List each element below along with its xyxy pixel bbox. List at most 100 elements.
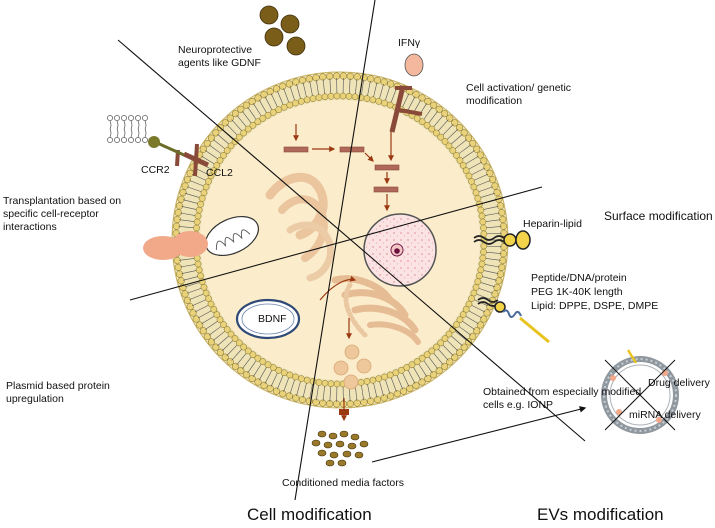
lipid-head-outer (293, 79, 300, 86)
lipid-head-inner (476, 273, 482, 279)
lipid-head-outer (238, 106, 245, 113)
lipid-head-outer (232, 363, 239, 370)
lipid-head-outer (477, 152, 484, 159)
ccr2-lipid-tail (145, 129, 146, 137)
footer-evs-modification: EVs modification (537, 505, 664, 525)
label-peptide-line3: Lipid: DPPE, DSPE, DMPE (531, 300, 658, 313)
lipid-head-outer (187, 303, 194, 310)
lipid-head-inner (201, 284, 207, 290)
lipid-head-inner (328, 381, 334, 387)
label-surface-modification: Surface modification (604, 210, 713, 223)
lipid-head-inner (310, 378, 316, 384)
label-bdnf: BDNF (258, 313, 287, 326)
label-obtained: Obtained from especially modified cells … (483, 386, 643, 412)
lipid-head-inner (479, 261, 485, 267)
lipid-head-inner (328, 93, 334, 99)
lipid-head-inner (322, 380, 328, 386)
lipid-head-outer (413, 382, 420, 389)
ccr2-lipid-tail (124, 129, 125, 137)
lipid-head-outer (498, 264, 505, 271)
lipid-head-inner (478, 207, 484, 213)
lipid-head-outer (497, 203, 504, 210)
lipid-head-inner (205, 295, 211, 301)
lipid-head-outer (249, 98, 256, 105)
label-conditioned-media: Conditioned media factors (282, 477, 404, 490)
lipid-head-outer (232, 110, 239, 117)
ccr2-lipid-tail (145, 121, 146, 129)
lipid-head-outer (489, 176, 496, 183)
lipid-head-outer (299, 396, 306, 403)
ccr2-lipid-tail (138, 129, 139, 137)
lipid-head-outer (436, 367, 443, 374)
lipid-head-inner (199, 195, 205, 201)
ccr2-lipid-head (142, 115, 147, 120)
ccr2-lipid-tail (110, 121, 111, 129)
lipid-head-inner (310, 95, 316, 101)
lipid-head-inner (471, 184, 477, 190)
lipid-head-outer (187, 170, 194, 177)
lipid-head-outer (255, 95, 262, 102)
ccr2-lipid-head (121, 115, 126, 120)
lipid-head-outer (494, 189, 501, 196)
lipid-head-inner (471, 290, 477, 296)
ccr2-link (148, 136, 184, 155)
lipid-head-outer (243, 102, 250, 109)
lipid-head-outer (280, 390, 287, 397)
lipid-head-inner (195, 261, 201, 267)
lipid-head-outer (267, 88, 274, 95)
lipid-head-inner (196, 207, 202, 213)
lipid-head-outer (273, 388, 280, 395)
lipid-head-outer (273, 86, 280, 93)
lipid-head-inner (322, 94, 328, 100)
lipid-head-inner (281, 104, 287, 110)
lipid-head-inner (393, 370, 399, 376)
lipid-head-outer (180, 189, 187, 196)
lipid-head-inner (201, 190, 207, 196)
lipid-head-outer (367, 76, 374, 83)
lipid-head-outer (387, 393, 394, 400)
ccr2-lipid-tail (131, 129, 132, 137)
lipid-head-outer (190, 310, 197, 317)
lipid-head-outer (178, 277, 185, 284)
lipid-head-inner (352, 94, 358, 100)
ccr2-lipid-head (107, 137, 112, 142)
lipid-head-outer (238, 367, 245, 374)
lipid-head-outer (387, 81, 394, 88)
lipid-head-inner (370, 97, 376, 103)
lipid-head-outer (261, 382, 268, 389)
lipid-head-inner (387, 102, 393, 108)
lipid-head-outer (208, 135, 215, 142)
lipid-head-inner (304, 97, 310, 103)
lipid-head-outer (469, 140, 476, 147)
label-plasmid: Plasmid based protein upregulation (6, 380, 146, 406)
ccr2-lipid-head (128, 137, 133, 142)
ccr2-lipid-head (114, 137, 119, 142)
lipid-head-outer (492, 291, 499, 298)
lipid-head-outer (374, 396, 381, 403)
label-transplantation: Transplantation based on specific cell-r… (3, 195, 149, 234)
ccr2-lipid-tail (138, 121, 139, 129)
ev-arrow (372, 408, 585, 462)
lipid-head-outer (400, 388, 407, 395)
lipid-head-inner (194, 219, 200, 225)
lipid-head-inner (316, 379, 322, 385)
ccr2-lipid-head (107, 115, 112, 120)
lipid-head-inner (480, 249, 486, 255)
nucleus (364, 214, 436, 286)
lipid-head-inner (304, 377, 310, 383)
lipid-head-inner (203, 184, 209, 190)
lipid-head-inner (468, 178, 474, 184)
lipid-head-outer (381, 79, 388, 86)
lipid-head-inner (370, 377, 376, 383)
label-heparin-lipid: Heparin-lipid (523, 218, 582, 231)
lipid-head-inner (364, 378, 370, 384)
label-drug-delivery: Drug delivery (648, 377, 710, 390)
lipid-head-inner (316, 94, 322, 100)
conditioned-media-particles (312, 431, 368, 466)
lipid-head-outer (419, 379, 426, 386)
ifn-gamma-molecule (405, 54, 423, 76)
label-ccr2: CCR2 (141, 164, 170, 177)
lipid-head-outer (492, 183, 499, 190)
lipid-head-inner (364, 95, 370, 101)
lipid-head-inner (197, 273, 203, 279)
